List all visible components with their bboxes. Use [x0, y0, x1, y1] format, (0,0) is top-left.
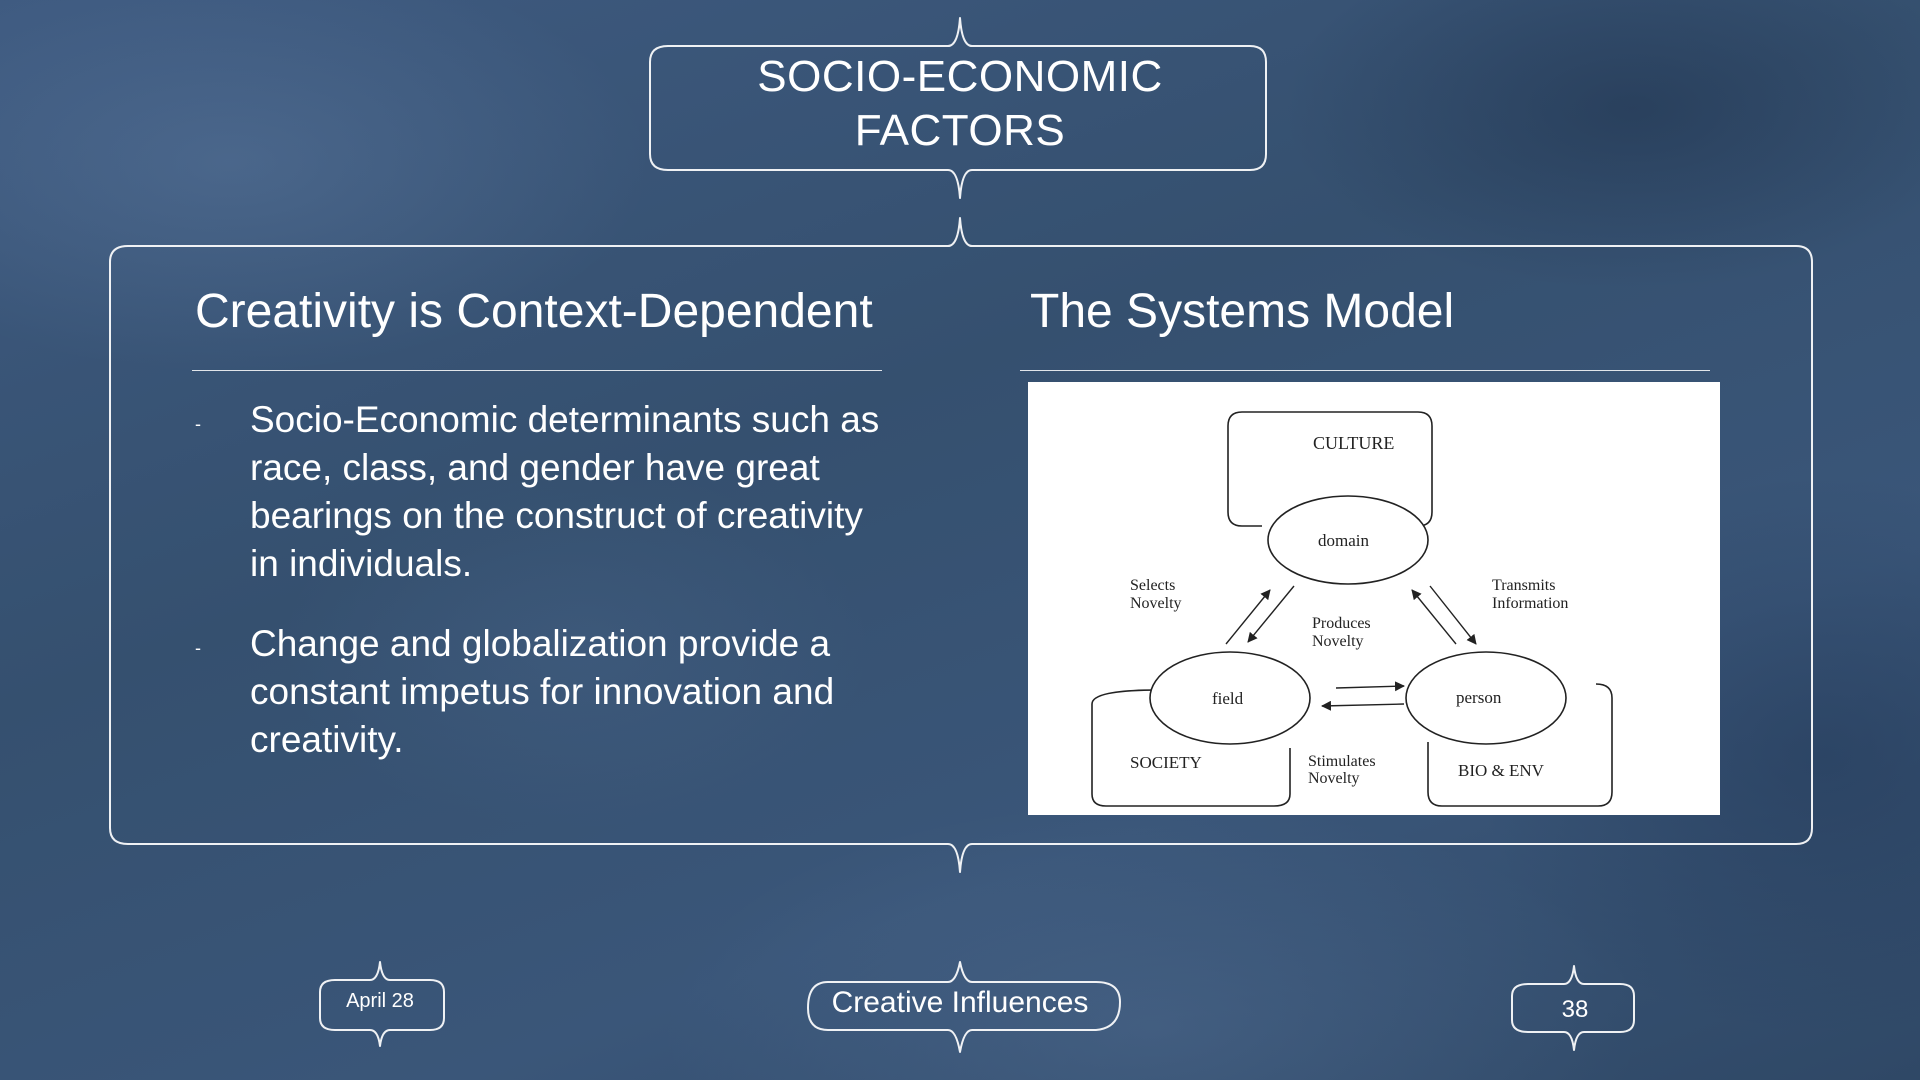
bullet-text: Socio-Economic determinants such as race… — [250, 399, 880, 584]
culture-label: CULTURE — [1313, 433, 1394, 453]
footer-page-number: 38 — [1561, 996, 1589, 1023]
right-heading-divider — [1020, 370, 1710, 371]
slide-title-line-1: SOCIO-ECONOMIC — [757, 52, 1163, 101]
field-ellipse — [1149, 651, 1311, 745]
footer-title: Creative Influences — [831, 986, 1089, 1019]
domain-label: domain — [1318, 531, 1369, 550]
bullet-list: - Socio-Economic determinants such as ra… — [195, 396, 895, 796]
bullet-marker: - — [195, 414, 201, 434]
society-box — [1091, 689, 1291, 807]
transmits-info-label-1: Transmits — [1492, 577, 1555, 594]
person-ellipse — [1405, 651, 1567, 745]
footer-center-frame — [807, 961, 1121, 1053]
bio-env-label: BIO & ENV — [1458, 761, 1545, 780]
systems-model-diagram: CULTURE domain field person SOCIETY BIO … — [1028, 382, 1720, 815]
systems-model-svg: CULTURE domain field person SOCIETY BIO … — [1091, 411, 1613, 807]
footer-date: April 28 — [346, 990, 414, 1012]
slide-title-line-2: FACTORS — [854, 106, 1066, 155]
transmits-info-label-2: Information — [1492, 595, 1568, 612]
arrow-domain-to-person — [1429, 585, 1477, 645]
culture-box-left-stub — [1227, 511, 1262, 527]
title-frame — [649, 17, 1267, 199]
arrow-person-to-domain — [1411, 589, 1457, 645]
bullet-item: - Socio-Economic determinants such as ra… — [195, 396, 895, 588]
selects-novelty-label-1: Selects — [1130, 577, 1175, 594]
produces-novelty-label-2: Novelty — [1312, 633, 1364, 650]
produces-novelty-label-1: Produces — [1312, 615, 1371, 632]
bullet-marker: - — [195, 638, 201, 658]
bio-env-box — [1427, 683, 1613, 807]
footer-page-frame — [1511, 965, 1635, 1051]
right-column-heading: The Systems Model — [1030, 285, 1455, 338]
left-heading-divider — [192, 370, 882, 371]
slide-title: SOCIO-ECONOMIC FACTORS — [660, 50, 1260, 158]
bullet-item: - Change and globalization provide a con… — [195, 620, 895, 764]
stimulates-novelty-label-2: Novelty — [1308, 770, 1360, 787]
field-label: field — [1212, 689, 1244, 708]
arrow-person-to-field — [1321, 700, 1405, 711]
arrow-field-to-domain — [1225, 589, 1271, 645]
arrow-domain-to-field — [1247, 585, 1295, 643]
person-label: person — [1456, 688, 1502, 707]
selects-novelty-label-2: Novelty — [1130, 595, 1182, 612]
culture-box — [1227, 411, 1433, 527]
society-label: SOCIETY — [1130, 753, 1202, 772]
arrow-field-to-person — [1335, 681, 1405, 692]
stimulates-novelty-label-1: Stimulates — [1308, 753, 1376, 770]
bullet-text: Change and globalization provide a const… — [250, 623, 835, 760]
footer-date-frame — [319, 961, 445, 1047]
left-column-heading: Creativity is Context-Dependent — [195, 285, 873, 338]
domain-ellipse — [1267, 495, 1429, 585]
content-frame — [109, 217, 1813, 873]
